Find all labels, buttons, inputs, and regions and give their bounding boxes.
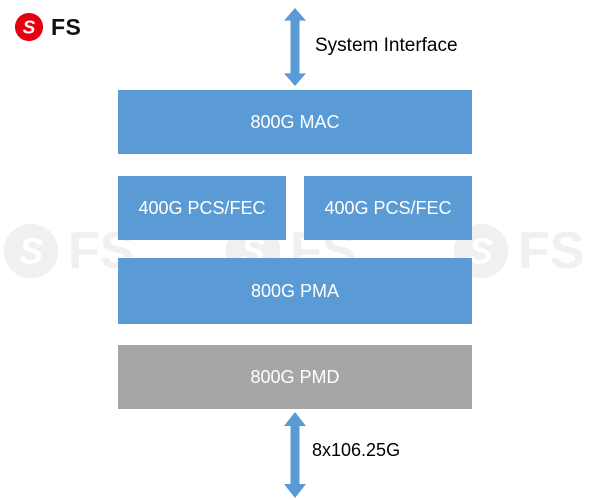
fs-logo-text: FS xyxy=(51,13,82,40)
fs-logo-icon: S xyxy=(14,12,44,42)
line-rate-arrow-icon xyxy=(284,412,306,498)
svg-text:S: S xyxy=(469,231,493,272)
block-800g-pmd: 800G PMD xyxy=(118,345,472,409)
watermark-text: FS xyxy=(518,222,585,280)
block-400g-pcs-fec-right: 400G PCS/FEC xyxy=(304,176,472,240)
block-800g-mac: 800G MAC xyxy=(118,90,472,154)
system-interface-arrow-icon xyxy=(284,8,306,86)
block-label: 800G PMD xyxy=(250,366,340,387)
line-rate-label: 8x106.25G xyxy=(312,440,401,460)
block-800g-pma: 800G PMA xyxy=(118,258,472,324)
fs-logo: S FS xyxy=(14,12,81,42)
fs-watermark-icon: S xyxy=(3,223,59,279)
block-label: 800G PMA xyxy=(250,280,340,301)
svg-text:S: S xyxy=(23,17,36,38)
block-label: 400G PCS/FEC xyxy=(138,197,266,218)
system-interface-label: System Interface xyxy=(315,35,458,56)
svg-text:S: S xyxy=(19,231,43,272)
watermark-fs-logo: S FS xyxy=(2,222,134,280)
block-label: 800G MAC xyxy=(250,111,340,132)
block-400g-pcs-fec-left: 400G PCS/FEC xyxy=(118,176,286,240)
block-label: 400G PCS/FEC xyxy=(324,197,452,218)
